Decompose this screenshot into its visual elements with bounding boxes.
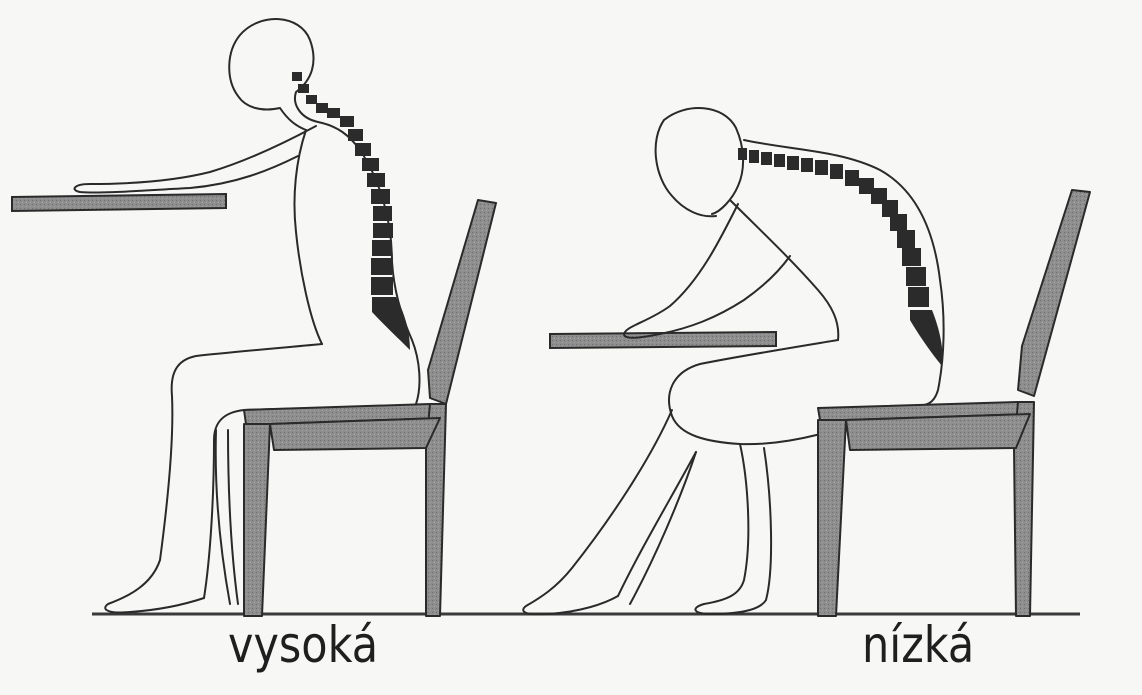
right-person-outline bbox=[523, 108, 943, 614]
caption-low-desk: nízká bbox=[862, 620, 974, 670]
right-chair bbox=[818, 190, 1090, 616]
right-scene bbox=[523, 108, 1090, 616]
left-chair bbox=[244, 200, 496, 616]
caption-high-desk: vysoká bbox=[228, 620, 378, 670]
left-scene bbox=[12, 19, 496, 616]
high-desk bbox=[12, 194, 226, 211]
